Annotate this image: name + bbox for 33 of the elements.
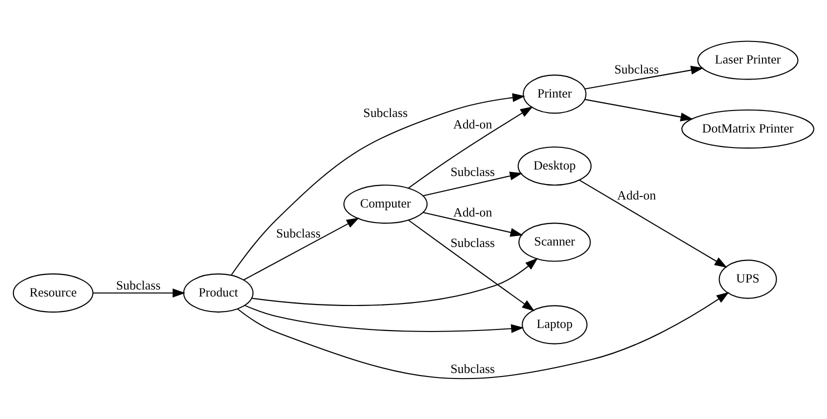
arrow — [423, 211, 524, 236]
edge-label: Add-on — [453, 204, 492, 219]
node-ellipse: Computer — [343, 184, 428, 224]
edge-label: Add-on — [453, 117, 492, 132]
arrow — [244, 304, 524, 333]
node-ellipse: Laser Printer — [697, 40, 798, 80]
edge-label: Subclass — [363, 105, 408, 120]
edge-label: Subclass — [614, 62, 659, 76]
arrow — [230, 92, 526, 275]
node-ellipse: Resource — [12, 272, 94, 312]
arrow — [243, 217, 360, 280]
node-ellipse: Printer — [522, 74, 586, 114]
arrow — [408, 219, 535, 311]
node-ellipse: DotMatrix Printer — [681, 108, 814, 148]
arrow — [237, 291, 730, 379]
edge-label: Add-on — [617, 188, 656, 202]
node-ellipse: Scanner — [518, 222, 591, 262]
node-ellipse: Product — [183, 272, 254, 312]
edge-label: Subclass — [450, 361, 495, 376]
arrow — [584, 98, 694, 121]
arrow — [585, 65, 704, 89]
arrow — [579, 179, 728, 268]
edge-label: Subclass — [450, 164, 495, 179]
edge-label: Subclass — [276, 226, 321, 240]
node-ellipse: UPS — [718, 259, 777, 298]
node-ellipse: Desktop — [518, 146, 592, 186]
arrow — [423, 171, 523, 196]
node-ellipse: Laptop — [522, 304, 588, 344]
arrow — [408, 106, 533, 188]
arrow — [93, 288, 186, 297]
edge-label: Subclass — [116, 278, 161, 292]
edge-label: Subclass — [450, 236, 495, 250]
arrow — [252, 258, 538, 306]
